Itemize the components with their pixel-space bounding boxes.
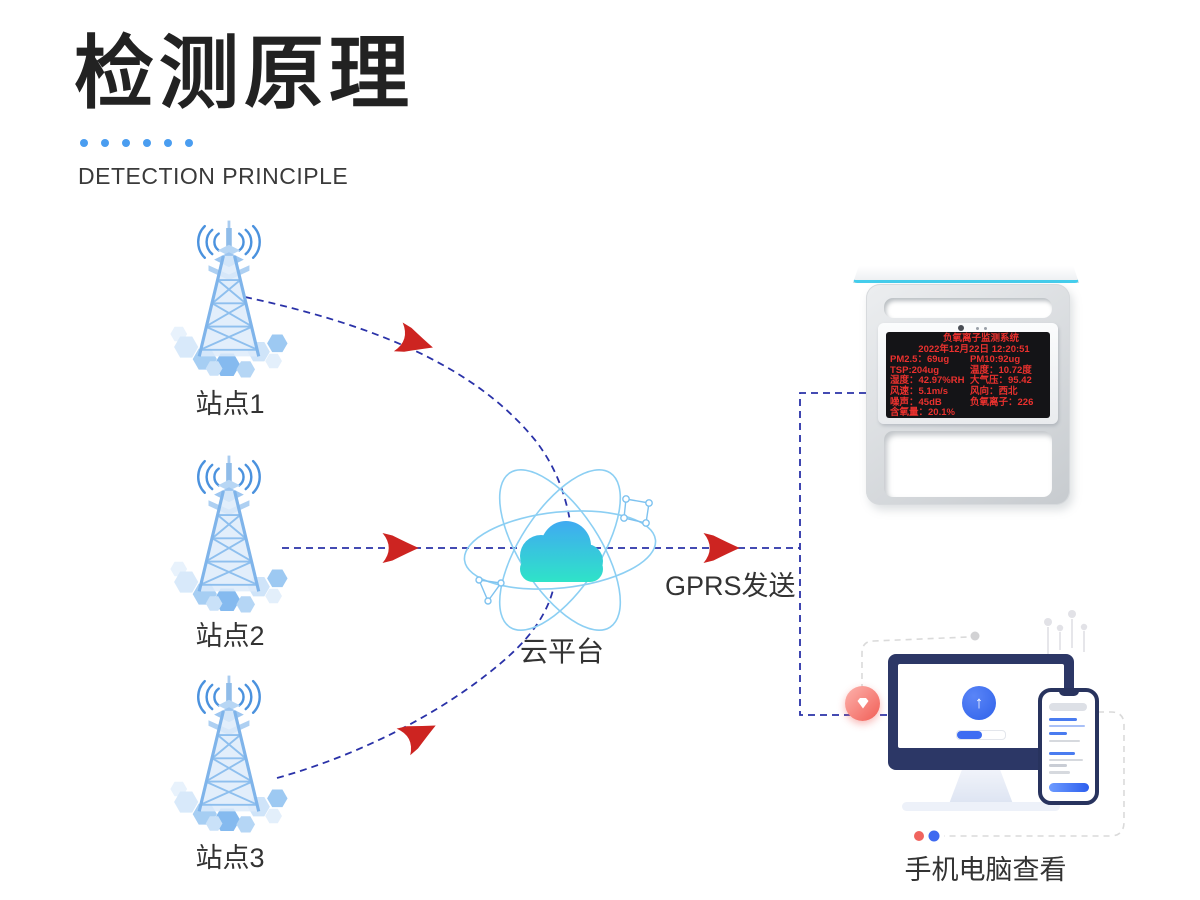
- led-data-row: 噪声：45dB 负氧离子：226: [890, 396, 1046, 409]
- title-dots-decoration: [80, 139, 193, 147]
- gray-dot: [970, 631, 980, 641]
- led-datetime: 2022年12月22日 12:20:51: [918, 343, 1030, 355]
- station3-label: 站点3: [195, 843, 265, 873]
- phone-notch: [1058, 691, 1079, 696]
- led-value: 负氧离子：226: [970, 396, 1034, 408]
- phone-text-line: [1049, 752, 1075, 755]
- page-subtitle: DETECTION PRINCIPLE: [78, 163, 349, 189]
- led-value: PM2.5：69ug: [890, 354, 950, 366]
- red-dot: [914, 831, 924, 841]
- led-value: 风速：5.1m/s: [890, 385, 949, 397]
- page-title: 检测原理: [74, 29, 414, 118]
- station3-tower-icon: [168, 673, 290, 835]
- molecule-triangle-decoration: [475, 576, 505, 605]
- progress-bar-fill: [957, 731, 982, 739]
- led-data-row: 湿度：42.97%RH 大气压：95.42: [890, 376, 1046, 387]
- phone-text-line: [1049, 740, 1080, 742]
- gprs-send-label: GPRS发送: [665, 571, 796, 601]
- monitor-stand: [949, 770, 1013, 804]
- device-top-slot: [884, 298, 1052, 318]
- device-sensor-dot: [976, 327, 979, 330]
- led-value: 含氧量：20.1%: [890, 407, 955, 419]
- gem-badge: [845, 686, 880, 721]
- led-value: 温度：10.72度: [970, 364, 1032, 376]
- device-camera-icon: [958, 325, 964, 331]
- phone-header-bar: [1049, 703, 1087, 711]
- led-value: PM10:92ug: [970, 354, 1021, 366]
- blue-dot: [164, 139, 172, 147]
- station2-label: 站点2: [195, 621, 265, 651]
- led-value: 大气压：95.42: [970, 375, 1032, 387]
- circuit-lines-decoration: [1044, 610, 1088, 655]
- device-bottom-window: [884, 431, 1052, 497]
- blue-dot: [122, 139, 130, 147]
- led-value: 湿度：42.97%RH: [890, 375, 965, 387]
- cloud-platform-label: 云平台: [519, 636, 604, 667]
- device-top-panel: [853, 266, 1079, 283]
- led-value: 风向：西北: [970, 385, 1018, 397]
- station1-tower-icon: [168, 218, 290, 380]
- gem-icon: [857, 698, 868, 709]
- station2-tower-icon: [168, 453, 290, 615]
- led-data-row: 风速：5.1m/s 风向：西北: [890, 385, 1046, 398]
- led-value: 噪声：45dB: [890, 396, 942, 408]
- led-value: TSP:204ug: [890, 364, 940, 376]
- viewer-label: 手机电脑查看: [904, 855, 1067, 885]
- dashed-frame-decoration: [861, 636, 1125, 837]
- blue-dot: [80, 139, 88, 147]
- phone-button: [1048, 783, 1089, 792]
- blue-dot: [928, 830, 940, 842]
- arrow-icon: [393, 322, 438, 362]
- phone-text-line: [1049, 725, 1085, 727]
- progress-bar: [956, 730, 1006, 740]
- phone-text-line: [1049, 759, 1083, 761]
- phone-text-line: [1049, 771, 1070, 774]
- blue-dot: [143, 139, 151, 147]
- smartphone: [1038, 688, 1099, 805]
- led-data-row: 含氧量：20.1%: [890, 408, 1046, 419]
- computer-decorations: [861, 610, 1125, 842]
- arrow-icon: [382, 533, 419, 563]
- device-sensor-dot: [984, 327, 987, 330]
- phone-text-line: [1049, 718, 1077, 721]
- blue-dot: [185, 139, 193, 147]
- led-system-title: 负氧离子监测系统: [942, 333, 1019, 344]
- upload-icon: ↑: [962, 686, 996, 720]
- arrow-icon: [396, 712, 443, 756]
- led-value: [970, 408, 1046, 419]
- molecule-square-decoration: [620, 495, 653, 527]
- phone-text-line: [1049, 732, 1067, 735]
- blue-dot: [101, 139, 109, 147]
- monitor-base: [902, 802, 1060, 811]
- device-led-screen: 负氧离子监测系统 2022年12月22日 12:20:51 PM2.5：69ug…: [886, 332, 1050, 418]
- phone-text-line: [1049, 764, 1067, 767]
- up-arrow-icon: ↑: [974, 693, 984, 712]
- cloud-platform-icon: [463, 469, 657, 631]
- station1-label: 站点1: [195, 389, 265, 419]
- cloud-icon: [520, 521, 603, 582]
- led-data-row: PM2.5：69ug PM10:92ug: [890, 355, 1046, 366]
- connector-branch-device-computer: [799, 392, 888, 716]
- led-data-row: TSP:204ug 温度：10.72度: [890, 364, 1046, 377]
